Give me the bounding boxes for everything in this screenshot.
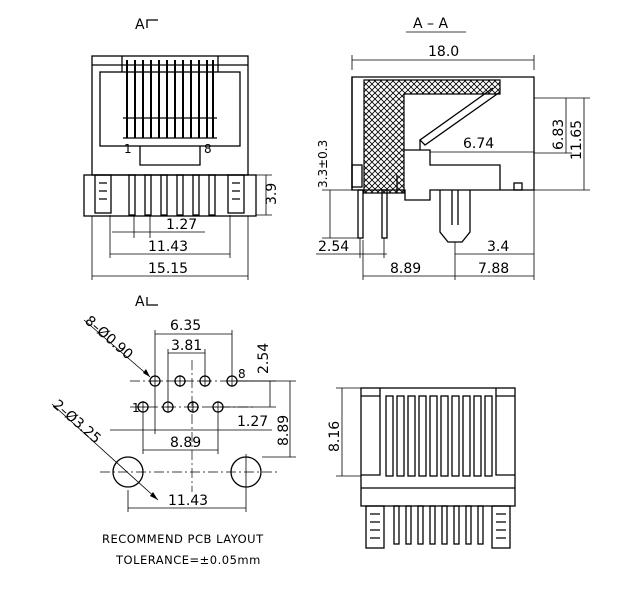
dim-section-pos-a: 8.89 <box>390 261 421 277</box>
front-pins <box>128 174 216 216</box>
dim-bottom-depth: 8.16 <box>327 421 343 452</box>
dim-front-height: 3.9 <box>264 183 280 205</box>
dim-pcb-3-81: 3.81 <box>171 338 202 354</box>
dim-section-pos-b: 7.88 <box>478 261 509 277</box>
section-mark-a: A <box>135 17 145 33</box>
dim-section-post: 3.4 <box>487 239 509 255</box>
dim-section-pin-length: 3.3±0.3 <box>316 140 330 188</box>
front-housing <box>91 55 249 176</box>
dim-pcb-11-43: 11.43 <box>168 493 208 509</box>
dim-pcb-pitch: 1.27 <box>237 414 268 430</box>
dim-section-upper: 6.83 <box>551 119 567 150</box>
bottom-body <box>360 387 516 507</box>
dim-section-offset: 2.54 <box>318 239 349 255</box>
section-post <box>439 190 471 243</box>
pcb-layout-view: A 1 8 8–Ø0.90 2–Ø3.25 <box>49 294 296 567</box>
bottom-slots <box>385 395 493 477</box>
bottom-view: 8.16 <box>327 387 516 549</box>
section-title: A – A <box>413 16 448 32</box>
dim-front-width: 15.15 <box>148 261 188 277</box>
section-pin-b <box>381 189 388 239</box>
front-post-right <box>227 174 245 214</box>
dim-section-inner: 6.74 <box>463 136 494 152</box>
pcb-note-title: RECOMMEND PCB LAYOUT <box>102 532 264 546</box>
dim-section-length: 18.0 <box>428 44 459 60</box>
bottom-legs <box>365 505 511 549</box>
pcb-holes-small-callout: 8–Ø0.90 <box>81 313 135 363</box>
pcb-pin-1-label: 1 <box>132 401 140 415</box>
section-contact-spring <box>418 87 501 146</box>
dim-front-pitch: 1.27 <box>166 217 197 233</box>
dim-front-span: 11.43 <box>148 239 188 255</box>
front-view: A 1 8 3.9 <box>83 17 280 280</box>
pcb-pin-8-label: 8 <box>238 367 246 381</box>
front-post-left <box>94 174 112 214</box>
front-contacts <box>123 60 217 139</box>
dim-pcb-6-35: 6.35 <box>170 318 201 334</box>
dim-pcb-8-89-v: 8.89 <box>276 415 292 446</box>
pcb-note-tolerance: TOLERANCE=±0.05mm <box>115 553 261 567</box>
front-opening <box>99 71 241 147</box>
front-pin-1-label: 1 <box>124 142 132 156</box>
section-pin-a <box>357 189 364 239</box>
pcb-holes-large <box>112 454 262 490</box>
front-pin-8-label: 8 <box>204 142 212 156</box>
section-arrow <box>146 19 158 28</box>
pcb-holes-large-callout: 2–Ø3.25 <box>49 397 103 447</box>
dim-pcb-2-54: 2.54 <box>256 343 272 374</box>
dim-pcb-8-89-h: 8.89 <box>170 435 201 451</box>
section-hatched-body <box>363 79 501 194</box>
dim-section-height: 11.65 <box>569 120 585 160</box>
pcb-section-mark-a: A <box>135 294 145 310</box>
section-view: A – A 18.0 6.83 11.65 6.74 <box>316 16 590 280</box>
